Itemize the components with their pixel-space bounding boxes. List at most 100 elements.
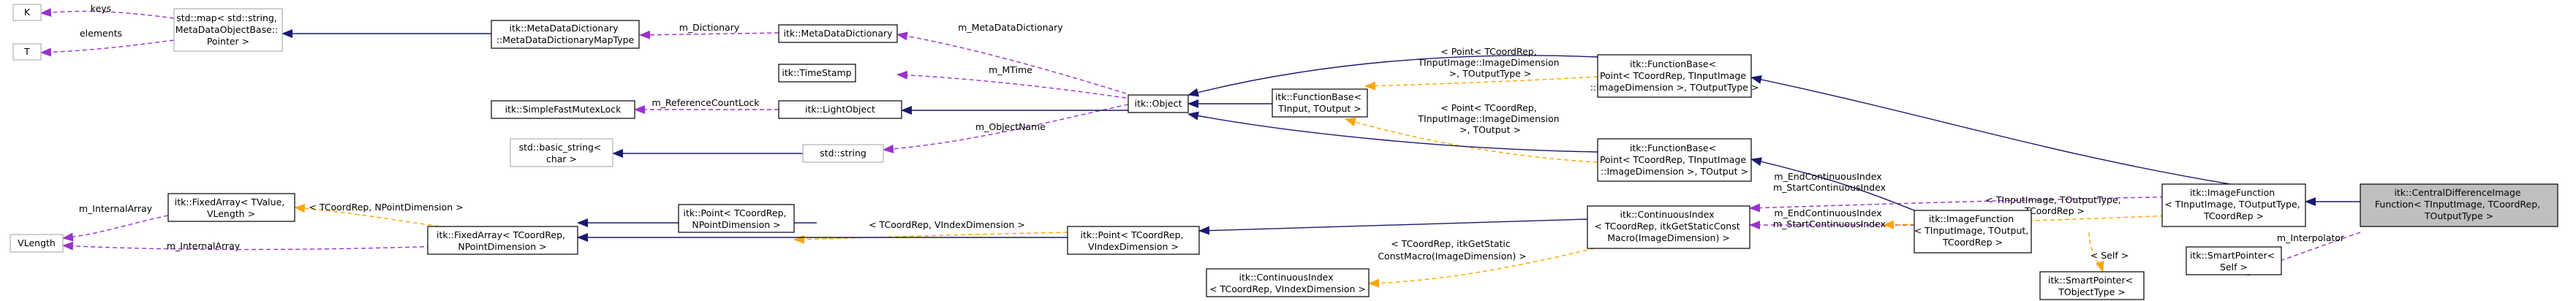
node-basic-string[interactable]: std::basic_string< char > (510, 138, 613, 167)
node-line: itk::ContinuousIndex (1620, 209, 1714, 220)
edge-inh-imgfunc-touttype (1750, 75, 2231, 185)
label-m-mtime: m_MTime (989, 64, 1032, 75)
svg-text:< Point< TCoordRep, TInp: < Point< TCoordRep, TInputImage::ImageDi… (1417, 102, 1562, 135)
label-line: keys (91, 3, 111, 14)
label-line: ConstMacro(ImageDimension) > (1378, 251, 1526, 262)
svg-text:T: T (23, 46, 30, 57)
label-self-args: < Self > (2090, 250, 2129, 261)
label-line: TInputImage::ImageDimension (1417, 57, 1559, 68)
node-functionbase-point-toutput[interactable]: itk::FunctionBase< Point< TCoordRep, TIn… (1597, 138, 1752, 182)
svg-text:itk::ContinuousIndex < T: itk::ContinuousIndex < TCoordRep, VIndex… (1209, 272, 1366, 294)
node-metadatadictionary-maptype[interactable]: itk::MetaDataDictionary ::MetaDataDictio… (491, 20, 640, 49)
node-line: ::ImageDimension >, TOutput > (1601, 166, 1748, 177)
node-line: itk::MetaDataDictionary (509, 23, 619, 34)
svg-text:itk::ImageFunction < TIn: itk::ImageFunction < TInputImage, TOutpu… (2164, 187, 2303, 221)
node-line: TOutputType > (2424, 210, 2493, 221)
label-line: m_StartContinuousIndex (1773, 182, 1886, 193)
node-line: itk::FunctionBase< (1630, 142, 1716, 153)
svg-text:std::map< std::string, M: std::map< std::string, MetaDataObjectBas… (175, 12, 281, 47)
edge-self-args (2088, 232, 2104, 273)
node-simplefastmutexlock[interactable]: itk::SimpleFastMutexLock (491, 100, 635, 119)
label-line: m_StartContinuousIndex (1773, 218, 1886, 229)
node-imagefunction-toutputtype[interactable]: itk::ImageFunction < TInputImage, TOutpu… (2161, 183, 2306, 227)
label-line: m_MTime (989, 64, 1032, 75)
label-line: TInputImage::ImageDimension (1417, 113, 1559, 124)
label-line: < Self > (2090, 250, 2129, 261)
label-point-args: < TCoordRep, VIndexDimension > (869, 219, 1025, 230)
node-point-npointdimension[interactable]: itk::Point< TCoordRep, NPointDimension > (678, 204, 795, 233)
svg-text:itk::MetaDataDictionary: itk::MetaDataDictionary ::MetaDataDictio… (496, 23, 635, 45)
node-line: TCoordRep > (2203, 210, 2264, 221)
node-line: itk::SmartPointer< (2190, 250, 2275, 261)
node-functionbase-point-toutputtype[interactable]: itk::FunctionBase< Point< TCoordRep, TIn… (1590, 54, 1759, 98)
svg-text:itk::SmartPointer< Self: itk::SmartPointer< Self > (2190, 250, 2278, 273)
node-line: std::string (820, 148, 866, 159)
node-continuousindex-vindexdimension[interactable]: itk::ContinuousIndex < TCoordRep, VIndex… (1206, 268, 1370, 297)
node-timestamp[interactable]: itk::TimeStamp (778, 64, 856, 83)
label-m-internalarray-top: m_InternalArray (79, 203, 153, 214)
node-functionbase-tinput[interactable]: itk::FunctionBase< TInput, TOutput > (1272, 88, 1368, 118)
node-t[interactable]: T (12, 43, 42, 61)
node-std-map[interactable]: std::map< std::string, MetaDataObjectBas… (173, 8, 283, 52)
label-line: m_EndContinuousIndex (1774, 207, 1881, 218)
node-line: Self > (2220, 262, 2248, 273)
svg-text:m_MTime: m_MTime (989, 64, 1032, 75)
node-line: itk::CentralDifferenceImage (2394, 187, 2520, 198)
node-imagefunction-toutput[interactable]: itk::ImageFunction < TInputImage, TOutpu… (1914, 210, 2032, 254)
node-lightobject[interactable]: itk::LightObject (778, 100, 902, 119)
label-m-objectname: m_ObjectName (975, 121, 1046, 132)
node-line: K (24, 7, 31, 18)
node-smartpointer-tobjecttype[interactable]: itk::SmartPointer< TObjectType > (2039, 271, 2145, 300)
node-fixedarray-tvalue[interactable]: itk::FixedArray< TValue, VLength > (167, 193, 295, 222)
node-vlength[interactable]: VLength (10, 234, 64, 253)
label-m-interpolator: m_Interpolator (2277, 232, 2345, 243)
node-line: Pointer > (207, 36, 249, 47)
label-keys: keys (91, 3, 111, 14)
node-object[interactable]: itk::Object (1128, 94, 1189, 113)
node-line: itk::ImageFunction (1929, 213, 2014, 224)
node-line: itk::TimeStamp (782, 67, 851, 78)
node-metadatadictionary[interactable]: itk::MetaDataDictionary (778, 24, 898, 43)
node-fixedarray-tcoordrep[interactable]: itk::FixedArray< TCoordRep, NPointDimens… (427, 226, 578, 255)
label-endci-bottom: m_EndContinuousIndex m_StartContinuousIn… (1773, 207, 1886, 229)
label-m-metadatadictionary: m_MetaDataDictionary (958, 22, 1063, 33)
node-centraldifferenceimagefunction[interactable]: itk::CentralDifferenceImage Function< TI… (2360, 183, 2558, 227)
node-point-vindexdimension[interactable]: itk::Point< TCoordRep, VIndexDimension > (1067, 226, 1200, 255)
edge-ci-args (1368, 244, 1609, 288)
node-continuousindex-macro[interactable]: itk::ContinuousIndex < TCoordRep, itkGet… (1587, 205, 1750, 249)
node-line: < TCoordRep, itkGetStaticConst (1594, 221, 1740, 232)
svg-text:itk::Point< TCoordRep, V: itk::Point< TCoordRep, VIndexDimension > (1080, 229, 1186, 252)
node-line: < TInputImage, TOutputType, (2164, 199, 2300, 210)
label-line: m_Dictionary (679, 22, 740, 33)
label-ci-args: < TCoordRep, itkGetStatic ConstMacro(Ima… (1378, 238, 1526, 262)
node-std-string[interactable]: std::string (802, 144, 884, 163)
label-line: < Point< TCoordRep, (1440, 102, 1536, 113)
node-smartpointer-self[interactable]: itk::SmartPointer< Self > (2186, 246, 2282, 275)
label-line: m_ReferenceCountLock (652, 97, 760, 108)
svg-text:itk::ContinuousIndex < T: itk::ContinuousIndex < TCoordRep, itkGet… (1594, 209, 1742, 243)
svg-text:itk::LightObject: itk::LightObject (805, 104, 875, 115)
svg-text:itk::FixedArray< TValue,: itk::FixedArray< TValue, VLength > (175, 197, 287, 219)
node-line: itk::FunctionBase< (1275, 91, 1361, 102)
edge-inh-fb-to (1187, 111, 1598, 153)
svg-text:itk::TimeStamp: itk::TimeStamp (782, 67, 851, 78)
node-line: std::basic_string< (519, 142, 602, 153)
svg-text:itk::FixedArray< TCoordRep,: itk::FixedArray< TCoordRep, NPointDimens… (437, 229, 568, 252)
node-k[interactable]: K (12, 4, 42, 21)
svg-text:itk::Point< TCoordRep, N: itk::Point< TCoordRep, NPointDimension > (683, 207, 789, 230)
edge-endci-top (1749, 195, 2231, 213)
node-line: ::ImageDimension >, TOutputType > (1590, 82, 1759, 93)
node-line: std::map< std::string, (176, 12, 277, 23)
label-line: < TCoordRep, VIndexDimension > (869, 219, 1025, 230)
edge-inh-point-vid (1198, 218, 1588, 235)
label-fb-to: < Point< TCoordRep, TInputImage::ImageDi… (1417, 102, 1562, 135)
svg-text:itk::SimpleFastMutexLock: itk::SimpleFastMutexLock (505, 104, 622, 115)
node-line: Macro(ImageDimension) > (1607, 232, 1730, 243)
node-line: TObjectType > (2058, 286, 2126, 297)
label-m-refcountlock: m_ReferenceCountLock (652, 97, 760, 108)
svg-text:itk::MetaDataDictionary: itk::MetaDataDictionary (783, 28, 893, 39)
label-line: < TInputImage, TOutputType, (1985, 194, 2120, 205)
label-endci-top: m_EndContinuousIndex m_StartContinuousIn… (1773, 171, 1886, 193)
svg-text:< TCoordRep, itkGetStatic: < TCoordRep, itkGetStatic ConstMacro(Ima… (1378, 238, 1526, 262)
